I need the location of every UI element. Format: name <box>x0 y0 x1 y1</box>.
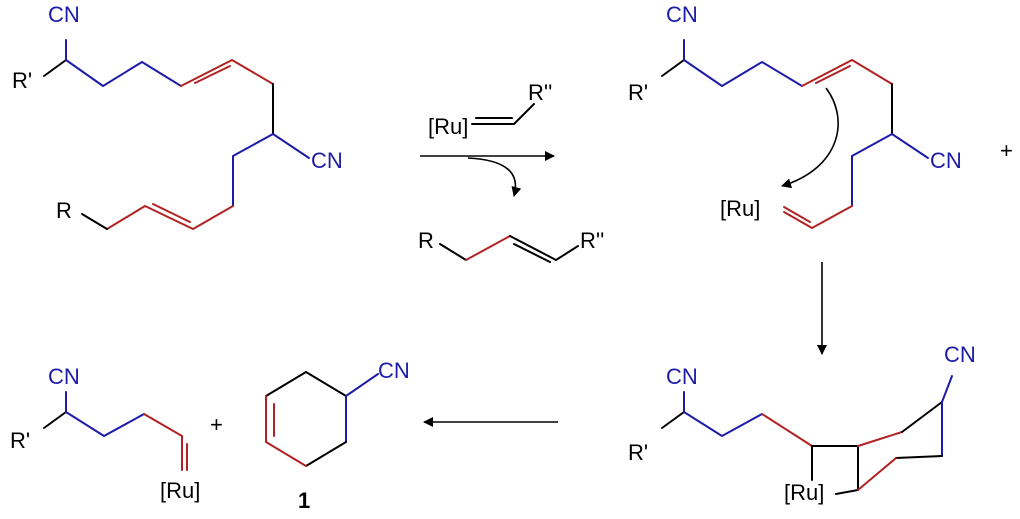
r-prime-label: R' <box>10 428 30 453</box>
ruthenium-carbene-catalyst: [Ru] R'' <box>428 80 552 139</box>
ru-label: [Ru] <box>720 196 760 221</box>
ru-label: [Ru] <box>784 480 824 505</box>
r-label: R <box>56 198 72 223</box>
cn-label: CN <box>378 358 410 383</box>
cn-label: CN <box>311 148 343 173</box>
cn-label: CN <box>944 342 976 367</box>
r-double-prime-label: R'' <box>580 228 604 253</box>
r-prime-label: R' <box>628 440 648 465</box>
plus-sign: + <box>1000 138 1013 163</box>
cn-label: CN <box>666 2 698 27</box>
compound-number: 1 <box>298 488 310 513</box>
ru-label: [Ru] <box>428 114 468 139</box>
byproduct-alkene: R R'' <box>418 228 604 263</box>
r-prime-label: R' <box>12 68 32 93</box>
cn-label: CN <box>48 2 80 27</box>
r-label: R <box>418 228 434 253</box>
cn-label: CN <box>930 148 962 173</box>
regenerated-ru-alkylidene: CN R' [Ru] + <box>10 364 223 503</box>
cyclohexene-carbonitrile-product: CN 1 <box>265 358 410 513</box>
reaction-arrow-initiation <box>420 151 555 197</box>
r-double-prime-label: R'' <box>528 80 552 105</box>
plus-sign: + <box>210 412 223 437</box>
ru-label: [Ru] <box>160 478 200 503</box>
cn-label: CN <box>48 364 80 389</box>
starting-diene: CN R' CN R <box>12 2 343 230</box>
alkylidene-intermediate: CN R' CN [Ru] + <box>628 2 1013 229</box>
cn-label: CN <box>666 364 698 389</box>
metallacyclobutane-intermediate: CN R' CN [Ru] <box>628 342 976 505</box>
r-prime-label: R' <box>628 80 648 105</box>
